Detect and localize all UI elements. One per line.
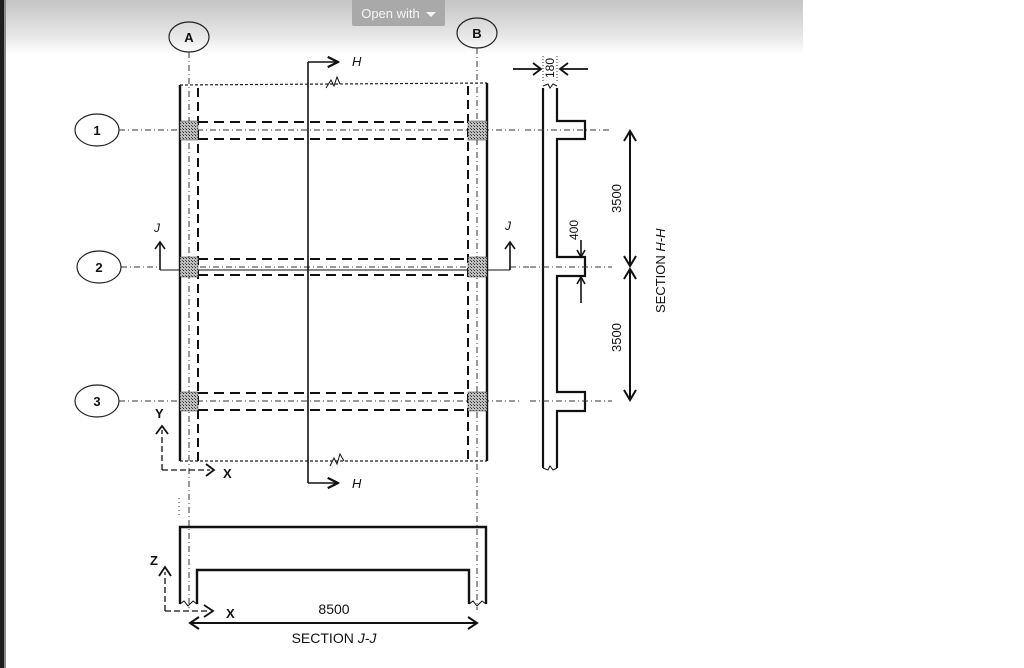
section-hh: 180 400 3500 3500 SECTION H-H <box>513 56 668 471</box>
dim-span-2: 3500 <box>609 323 624 352</box>
dim-span-1: 3500 <box>609 184 624 213</box>
svg-text:1: 1 <box>93 123 100 138</box>
section-j-label-left: J <box>153 221 161 235</box>
plan-view: A B 1 2 3 <box>74 17 530 610</box>
grid-bubble-1: 1 <box>74 113 120 147</box>
svg-text:2: 2 <box>95 260 102 275</box>
section-h-label-top: H <box>352 54 362 69</box>
section-h-cut-line <box>307 62 338 483</box>
grid-lines-vertical <box>188 48 478 610</box>
grid-bubble-b: B <box>456 17 498 49</box>
svg-text:B: B <box>472 26 481 41</box>
section-jj-title: SECTION J-J <box>292 630 378 646</box>
plan-columns <box>179 120 488 412</box>
axis-x-label-jj: X <box>226 606 235 621</box>
window-left-edge <box>0 0 4 668</box>
plan-beams <box>198 121 468 411</box>
section-j-cut-marks <box>154 240 516 270</box>
dim-slab-thickness: 180 <box>543 58 557 78</box>
section-j-label-right: J <box>504 219 512 233</box>
section-jj: Z X 8500 SECTION J-J <box>150 525 488 646</box>
axis-z-label: Z <box>150 553 158 568</box>
section-hh-title: SECTION H-H <box>653 228 668 313</box>
axis-x-label: X <box>223 466 232 481</box>
open-with-button[interactable]: Open with <box>352 0 445 26</box>
axis-y-label: Y <box>155 406 164 421</box>
svg-text:A: A <box>184 30 194 45</box>
svg-text:3: 3 <box>93 394 100 409</box>
section-h-label-bottom: H <box>352 476 362 491</box>
window-edge-shadow <box>4 0 6 668</box>
dim-beam-depth: 400 <box>567 220 581 240</box>
dim-span-jj: 8500 <box>318 601 349 617</box>
chevron-down-icon <box>425 11 436 17</box>
grid-bubble-a: A <box>168 21 210 53</box>
open-with-label: Open with <box>361 5 420 21</box>
plan-xy-axes <box>161 430 210 471</box>
grid-bubble-3: 3 <box>74 384 120 418</box>
grid-bubble-2: 2 <box>76 250 122 284</box>
